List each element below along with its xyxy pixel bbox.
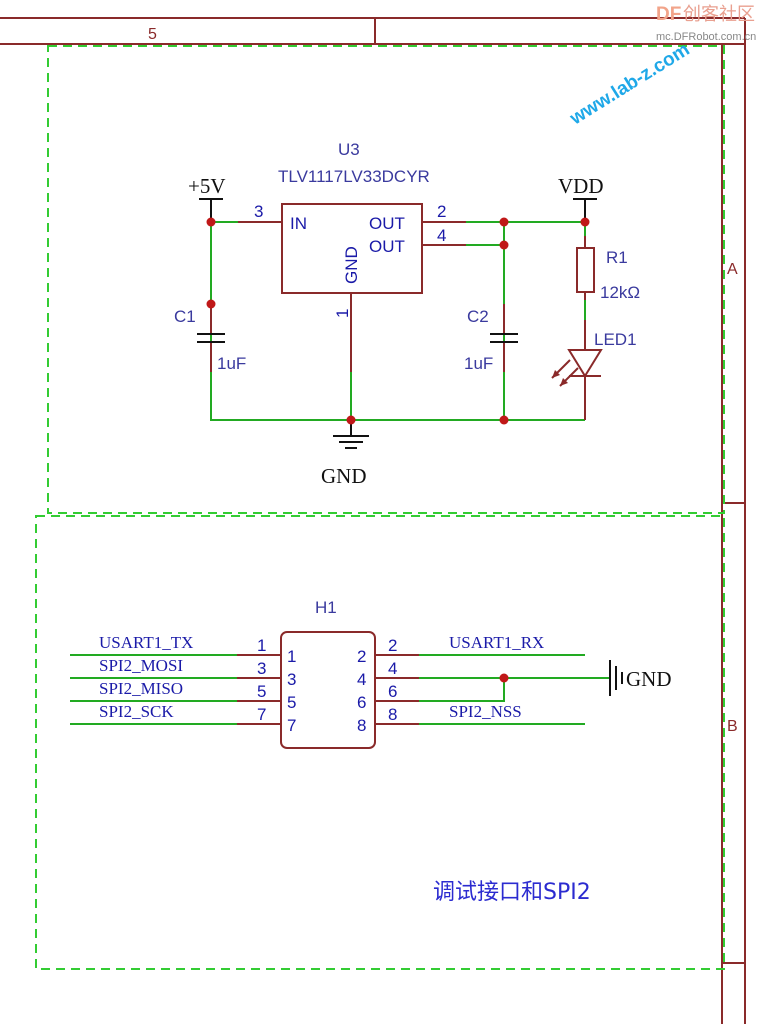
header-left-pinnum-inner-7: 7	[287, 716, 296, 735]
r1-ref: R1	[606, 248, 628, 267]
header-left-net-7: SPI2_SCK	[99, 702, 174, 721]
header-right-pinnum-inner-8: 8	[357, 716, 366, 735]
capacitor-c1	[197, 304, 225, 372]
regulator-pin-out1-name: OUT	[369, 214, 405, 233]
regulator-part-number: TLV1117LV33DCYR	[278, 167, 430, 186]
watermark-brand-df: DF	[656, 4, 681, 25]
capacitor-c2	[490, 304, 518, 372]
header-right-pinnum-outer-6: 6	[388, 682, 397, 701]
vin-net-label: +5V	[188, 174, 226, 198]
header-right-net-8: SPI2_NSS	[449, 702, 522, 721]
header-left-pinnum-inner-3: 3	[287, 670, 296, 689]
c2-ref: C2	[467, 307, 489, 326]
frame-row-label-b: B	[727, 718, 738, 735]
header-left-net-3: SPI2_MOSI	[99, 656, 183, 675]
header-gnd-junction	[499, 673, 509, 683]
header-h1	[280, 631, 376, 749]
vdd-net-label: VDD	[558, 174, 604, 198]
c2-value: 1uF	[464, 354, 493, 373]
header-block-outline	[35, 515, 725, 970]
header-right-wires	[375, 654, 610, 725]
header-left-pinnum-inner-1: 1	[287, 647, 296, 666]
regulator-pin-in-number: 3	[254, 202, 263, 221]
watermark-url: www.lab-z.com	[566, 39, 694, 130]
header-left-pinnum-inner-5: 5	[287, 693, 296, 712]
header-ref: H1	[315, 598, 337, 617]
led1-ref: LED1	[594, 330, 637, 349]
sheet-frame	[0, 17, 746, 1024]
header-right-pinnum-outer-4: 4	[388, 659, 397, 678]
header-left-pinnum-outer-1: 1	[257, 636, 266, 655]
header-right-pinnum-inner-4: 4	[357, 670, 366, 689]
header-left-wires	[70, 654, 281, 725]
regulator-pin-gnd-number: 1	[333, 309, 352, 318]
header-gnd-symbol	[609, 660, 623, 696]
frame-row-label-a: A	[727, 261, 738, 278]
power-junctions	[206, 217, 590, 425]
power-gnd-label: GND	[321, 464, 367, 488]
header-right-pinnum-outer-2: 2	[388, 636, 397, 655]
regulator-pin-in-name: IN	[290, 214, 307, 233]
regulator-pin-out2-number: 4	[437, 226, 446, 245]
c1-ref: C1	[174, 307, 196, 326]
watermark-site: mc.DFRobot.com.cn	[656, 31, 756, 43]
header-block-title: 调试接口和SPI2	[433, 880, 591, 905]
header-right-pinnum-outer-8: 8	[388, 705, 397, 724]
c1-value: 1uF	[217, 354, 246, 373]
regulator-ref: U3	[338, 140, 360, 159]
resistor-r1	[576, 236, 595, 300]
header-right-pinnum-inner-2: 2	[357, 647, 366, 666]
regulator-pin-out1-number: 2	[437, 202, 446, 221]
r1-value: 12kΩ	[600, 283, 640, 302]
led1	[551, 320, 603, 420]
regulator-pin-gnd-name: GND	[342, 246, 361, 284]
power-block-outline	[47, 45, 725, 514]
header-right-net-2: USART1_RX	[449, 633, 544, 652]
header-right-pinnum-inner-6: 6	[357, 693, 366, 712]
regulator-u3	[238, 203, 466, 372]
frame-column-label: 5	[148, 26, 157, 43]
header-left-pinnum-outer-7: 7	[257, 705, 266, 724]
regulator-pin-out2-name: OUT	[369, 237, 405, 256]
header-left-net-1: USART1_TX	[99, 633, 193, 652]
header-gnd-label: GND	[626, 667, 672, 691]
watermark-brand-cn: 创客社区	[683, 4, 755, 25]
header-left-pinnum-outer-5: 5	[257, 682, 266, 701]
header-left-pinnum-outer-3: 3	[257, 659, 266, 678]
block-outlines	[35, 45, 725, 970]
header-left-net-5: SPI2_MISO	[99, 679, 183, 698]
